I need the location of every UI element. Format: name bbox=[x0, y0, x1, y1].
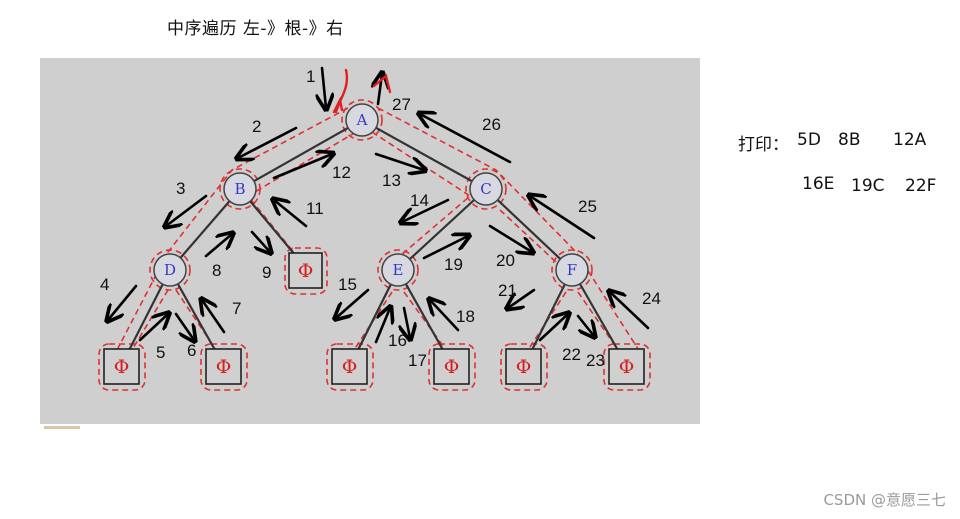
arrow-26 bbox=[420, 114, 512, 164]
svg-text:D: D bbox=[164, 261, 176, 279]
step-label: 11 bbox=[306, 199, 324, 218]
svg-text:F: F bbox=[567, 261, 577, 279]
svg-text:Φ: Φ bbox=[298, 260, 314, 282]
panel-foot-decoration bbox=[44, 426, 80, 429]
page-title: 中序遍历 左-》根-》右 bbox=[167, 19, 344, 39]
step-label: 12 bbox=[332, 163, 351, 182]
step-label: 2 bbox=[252, 117, 261, 136]
arrow-25 bbox=[530, 196, 596, 240]
step-label: 15 bbox=[338, 275, 357, 294]
null-leaf: Φ bbox=[505, 348, 542, 385]
step-label: 5 bbox=[156, 343, 165, 362]
svg-text:C: C bbox=[480, 180, 491, 198]
arrow-3 bbox=[166, 194, 208, 226]
node-c: C bbox=[469, 172, 503, 206]
null-leaf: Φ bbox=[205, 348, 242, 385]
red-flame-icon bbox=[332, 68, 392, 114]
step-label: 13 bbox=[382, 171, 401, 190]
step-label: 1 bbox=[306, 67, 315, 86]
print-item: 16E bbox=[802, 174, 835, 194]
node-f: F bbox=[555, 253, 589, 287]
step-label: 24 bbox=[642, 289, 661, 308]
step-label: 8 bbox=[212, 261, 221, 280]
step-label: 4 bbox=[100, 275, 109, 294]
arrow-17 bbox=[404, 306, 410, 338]
arrow-12 bbox=[272, 154, 332, 180]
svg-text:Φ: Φ bbox=[216, 356, 232, 378]
arrow-19 bbox=[422, 236, 468, 260]
print-item: 19C bbox=[851, 176, 885, 196]
svg-text:Φ: Φ bbox=[114, 356, 130, 378]
node-d: D bbox=[153, 253, 187, 287]
arrow-7 bbox=[202, 300, 226, 334]
arrow-21 bbox=[508, 288, 536, 308]
null-leaf: Φ bbox=[331, 348, 368, 385]
print-item: 22F bbox=[905, 176, 937, 196]
arrow-24 bbox=[610, 292, 650, 330]
arrow-5 bbox=[138, 314, 168, 342]
step-label: 20 bbox=[496, 251, 515, 270]
arrow-16 bbox=[374, 308, 390, 344]
print-label: 打印： bbox=[738, 135, 789, 155]
arrow-9 bbox=[250, 230, 270, 252]
step-label: 19 bbox=[444, 255, 463, 274]
null-leaf: Φ bbox=[288, 252, 323, 289]
step-label: 17 bbox=[408, 351, 427, 370]
print-item: 12A bbox=[893, 130, 927, 150]
null-leaf: Φ bbox=[433, 348, 470, 385]
step-label: 21 bbox=[498, 281, 517, 300]
arrow-8 bbox=[204, 234, 232, 258]
null-leaves: Φ Φ Φ Φ Φ Φ Φ bbox=[103, 252, 645, 385]
tree-nodes: A B C D E F bbox=[153, 103, 589, 287]
arrow-22 bbox=[538, 314, 568, 342]
arrow-14 bbox=[402, 198, 450, 222]
null-leaf: Φ bbox=[103, 348, 140, 385]
step-label: 3 bbox=[176, 179, 185, 198]
node-a: A bbox=[345, 103, 379, 137]
step-label: 9 bbox=[262, 263, 271, 282]
arrow-15 bbox=[336, 288, 370, 318]
step-label: 26 bbox=[482, 115, 501, 134]
svg-text:Φ: Φ bbox=[444, 356, 460, 378]
step-label: 18 bbox=[456, 307, 475, 326]
step-label: 27 bbox=[392, 95, 411, 114]
step-label: 25 bbox=[578, 197, 597, 216]
watermark: CSDN @意愿三七 bbox=[823, 491, 946, 509]
step-label: 6 bbox=[187, 341, 196, 360]
arrow-18 bbox=[430, 300, 460, 332]
arrow-13 bbox=[374, 152, 424, 170]
step-label: 7 bbox=[232, 299, 241, 318]
node-e: E bbox=[381, 253, 415, 287]
svg-text:Φ: Φ bbox=[342, 356, 358, 378]
null-leaf: Φ bbox=[608, 348, 645, 385]
print-item: 8B bbox=[838, 130, 861, 150]
arrow-2 bbox=[238, 126, 298, 158]
svg-text:A: A bbox=[356, 111, 368, 129]
arrow-11 bbox=[274, 200, 308, 228]
arrow-4 bbox=[108, 284, 138, 320]
node-b: B bbox=[223, 172, 257, 206]
arrow-6 bbox=[174, 312, 194, 340]
svg-text:Φ: Φ bbox=[619, 356, 635, 378]
traversal-arrows bbox=[108, 66, 650, 344]
svg-text:Φ: Φ bbox=[516, 356, 532, 378]
step-labels: 1 2 3 4 5 6 7 8 9 11 12 13 14 15 16 17 1… bbox=[100, 67, 661, 370]
step-label: 22 bbox=[562, 345, 581, 364]
print-item: 5D bbox=[797, 130, 821, 150]
svg-text:B: B bbox=[234, 180, 245, 198]
svg-text:E: E bbox=[393, 261, 404, 279]
arrow-1 bbox=[322, 66, 326, 108]
step-label: 16 bbox=[388, 331, 407, 350]
step-label: 23 bbox=[586, 351, 605, 370]
arrow-23 bbox=[576, 314, 594, 336]
step-label: 14 bbox=[410, 191, 429, 210]
arrow-20 bbox=[488, 224, 532, 252]
